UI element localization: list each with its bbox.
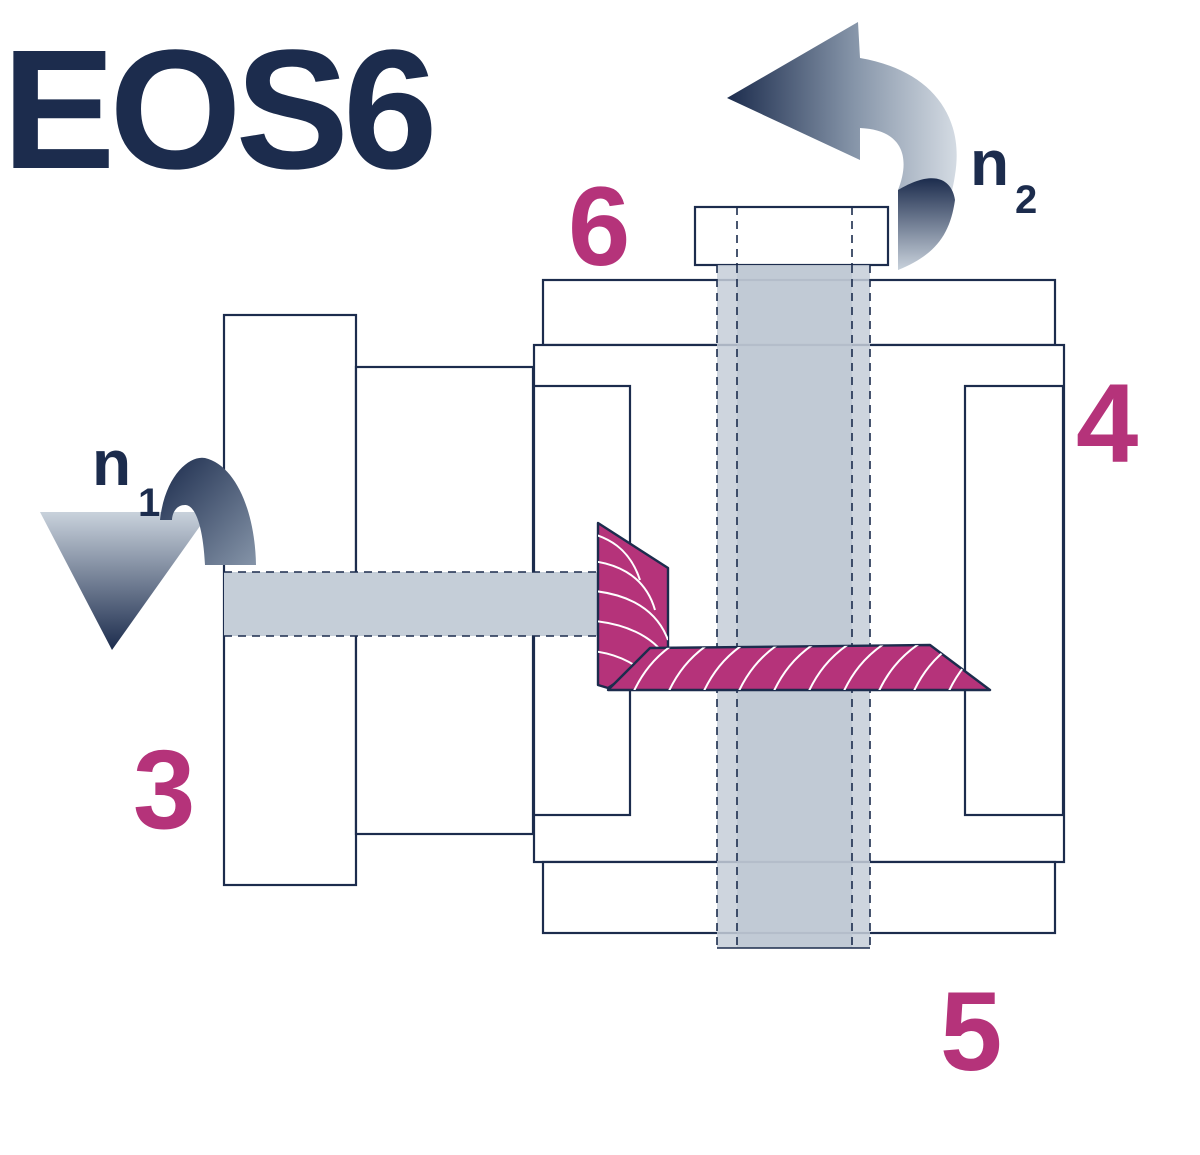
n1-main: n: [92, 427, 131, 499]
right-window: [963, 384, 1065, 817]
n2-subscript: 2: [1015, 178, 1037, 222]
top-cap: [693, 205, 890, 267]
n1-speed-label: n 1: [92, 427, 160, 525]
n2-speed-label: n 2: [970, 127, 1037, 222]
label-part-4: 4: [1076, 361, 1138, 486]
label-part-5: 5: [940, 969, 1002, 1094]
horizontal-shaft: [224, 572, 600, 636]
n2-main: n: [970, 127, 1009, 199]
weld-horizontal-leg: [606, 643, 992, 692]
diagram-title: EOS6: [2, 15, 432, 205]
n1-subscript: 1: [138, 481, 160, 525]
label-part-6: 6: [568, 164, 630, 289]
label-part-3: 3: [133, 727, 195, 852]
curved-arrow-rotate-icon: [727, 22, 957, 270]
curved-arrow-down-icon: [40, 457, 256, 650]
